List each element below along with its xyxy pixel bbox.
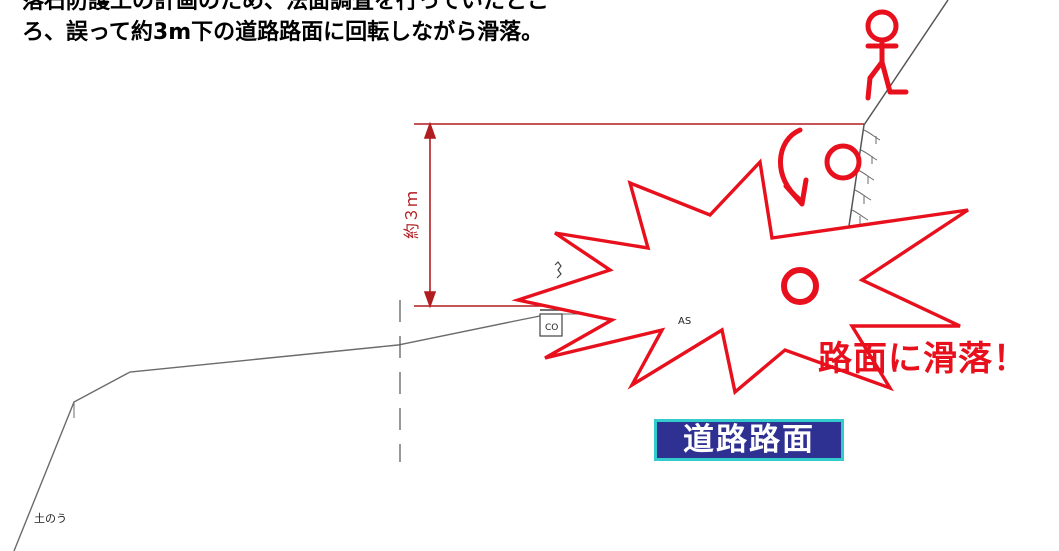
curb-block xyxy=(539,313,563,337)
rotation-arrow-head xyxy=(783,177,809,207)
embankment-line xyxy=(13,315,541,551)
road-surface-badge-label: 道路路面 xyxy=(683,422,815,458)
incident-description-line1: 落石防護工の計画のため、法面調査を行っていたとこ xyxy=(22,0,549,14)
worker-figure-icon xyxy=(865,9,909,101)
fall-alert-text: 路面に滑落！ xyxy=(818,339,1028,379)
asphalt-label: AS xyxy=(678,316,691,327)
falling-person-mid-icon xyxy=(824,143,862,181)
curb-label: CO xyxy=(545,323,558,333)
impact-burst xyxy=(511,158,969,396)
dimension-label: 約３ｍ xyxy=(402,191,421,239)
road-surface-badge: 道路路面 xyxy=(654,419,844,461)
sandbag-label: 土のう xyxy=(34,512,67,525)
incident-description: 落石防護工の計画のため、法面調査を行っていたとこ ろ、誤って約3m下の道路路面に… xyxy=(22,0,742,48)
landed-person-icon xyxy=(781,267,819,305)
incident-description-line2: ろ、誤って約3m下の道路路面に回転しながら滑落。 xyxy=(22,20,544,45)
